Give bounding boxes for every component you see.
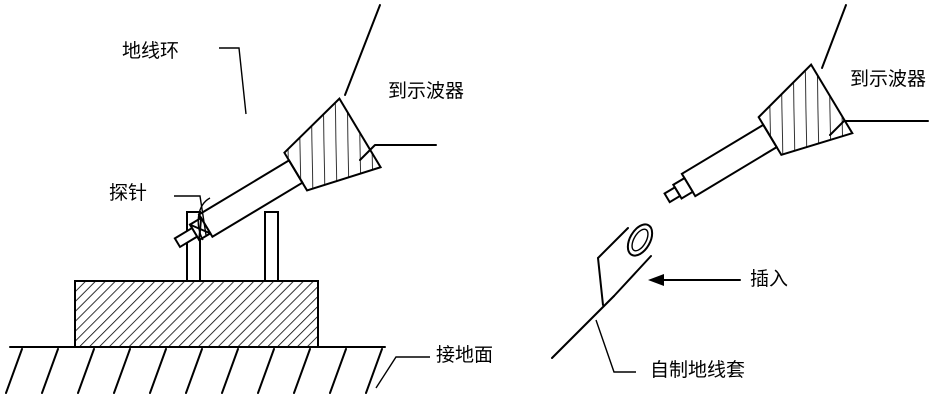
label-probe-tip: 探针 xyxy=(109,182,148,204)
label-to-oscilloscope-right: 到示波器 xyxy=(850,68,927,90)
label-ground-loop: 地线环 xyxy=(122,40,180,62)
label-to-oscilloscope-left: 到示波器 xyxy=(388,80,465,102)
ground-loop-wire xyxy=(197,197,211,241)
cable-right xyxy=(821,4,929,136)
label-homemade-ground-sleeve: 自制地线套 xyxy=(650,359,746,381)
insert-arrow xyxy=(648,274,741,286)
probe-right xyxy=(663,63,854,204)
label-insert: 插入 xyxy=(750,268,789,290)
label-ground-plane: 接地面 xyxy=(436,344,494,366)
circuit-board xyxy=(74,280,319,348)
ground-sleeve xyxy=(551,223,654,359)
cable-left xyxy=(344,4,437,161)
leader-lines-left xyxy=(174,47,430,389)
leader-line-sleeve xyxy=(595,319,636,373)
probe-left xyxy=(173,97,383,249)
ground-plane xyxy=(5,346,386,394)
